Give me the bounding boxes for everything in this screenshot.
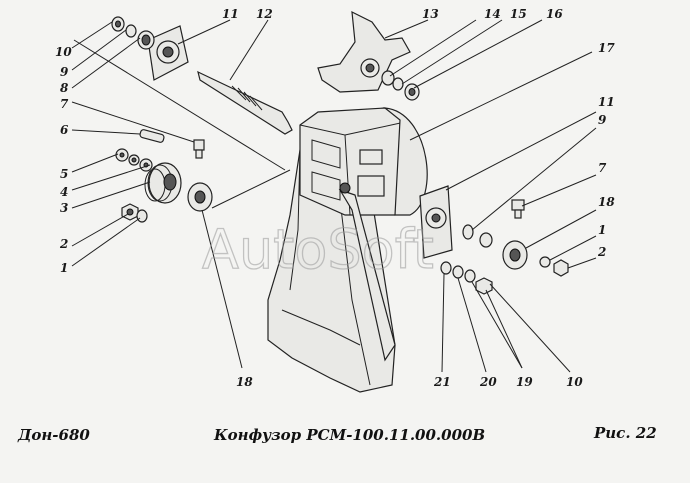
callout-label: 10 [55,45,72,59]
callout-label: 9 [60,65,69,79]
callout-label: 13 [422,7,439,21]
bearing-housing-18-left [187,182,213,212]
bracket-13 [317,10,411,93]
callout-label: 7 [60,97,69,111]
callout-label: 18 [236,375,253,389]
callout-label: 4 [60,185,68,199]
footer-drawing-title: Конфузор РСМ-100.11.00.000В [213,426,485,444]
callout-label: 3 [60,201,68,215]
callout-label: 15 [510,7,527,21]
grease-nipple-7-left [193,139,205,159]
callout-label: 10 [566,375,583,389]
footer-machine-name: Дон-680 [17,426,90,444]
callout-label: 16 [546,7,563,21]
callout-label: 21 [433,375,451,389]
callout-label: 6 [60,123,69,137]
nuts-5 [115,148,153,172]
callout-label: 11 [598,95,615,109]
callout-label: 8 [60,81,69,95]
callout-label: 1 [60,261,68,275]
callout-labels: 10 9 8 7 6 5 4 3 2 1 11 12 13 14 15 16 1… [55,7,615,389]
callout-label: 7 [598,161,607,175]
right-hardware [440,199,569,295]
watermark-text: AutoSoft [202,218,434,281]
pulley-3 [144,162,182,204]
key-6 [139,129,165,143]
footer-figure-number: Рис. 22 [593,424,657,442]
callout-label: 17 [598,41,615,55]
callout-label: 18 [598,195,615,209]
nut-washer-left [121,203,148,223]
washer-set-top-right [381,70,420,101]
leader-lines [71,19,597,373]
callout-label: 2 [597,245,606,259]
washer-set-top-left [111,16,155,50]
callout-label: 12 [256,7,273,21]
callout-label: 11 [222,7,239,21]
bearing-flange-11-top [147,25,189,81]
callout-label: 1 [598,223,606,237]
callout-label: 5 [60,167,68,181]
callout-label: 2 [59,237,68,251]
callout-label: 9 [598,113,607,127]
bearing-flange-11-right [419,185,453,259]
shaft-12 [197,70,293,135]
callout-label: 20 [479,375,497,389]
callout-label: 14 [484,7,501,21]
confusor-housing [267,107,428,393]
callout-label: 19 [516,375,533,389]
